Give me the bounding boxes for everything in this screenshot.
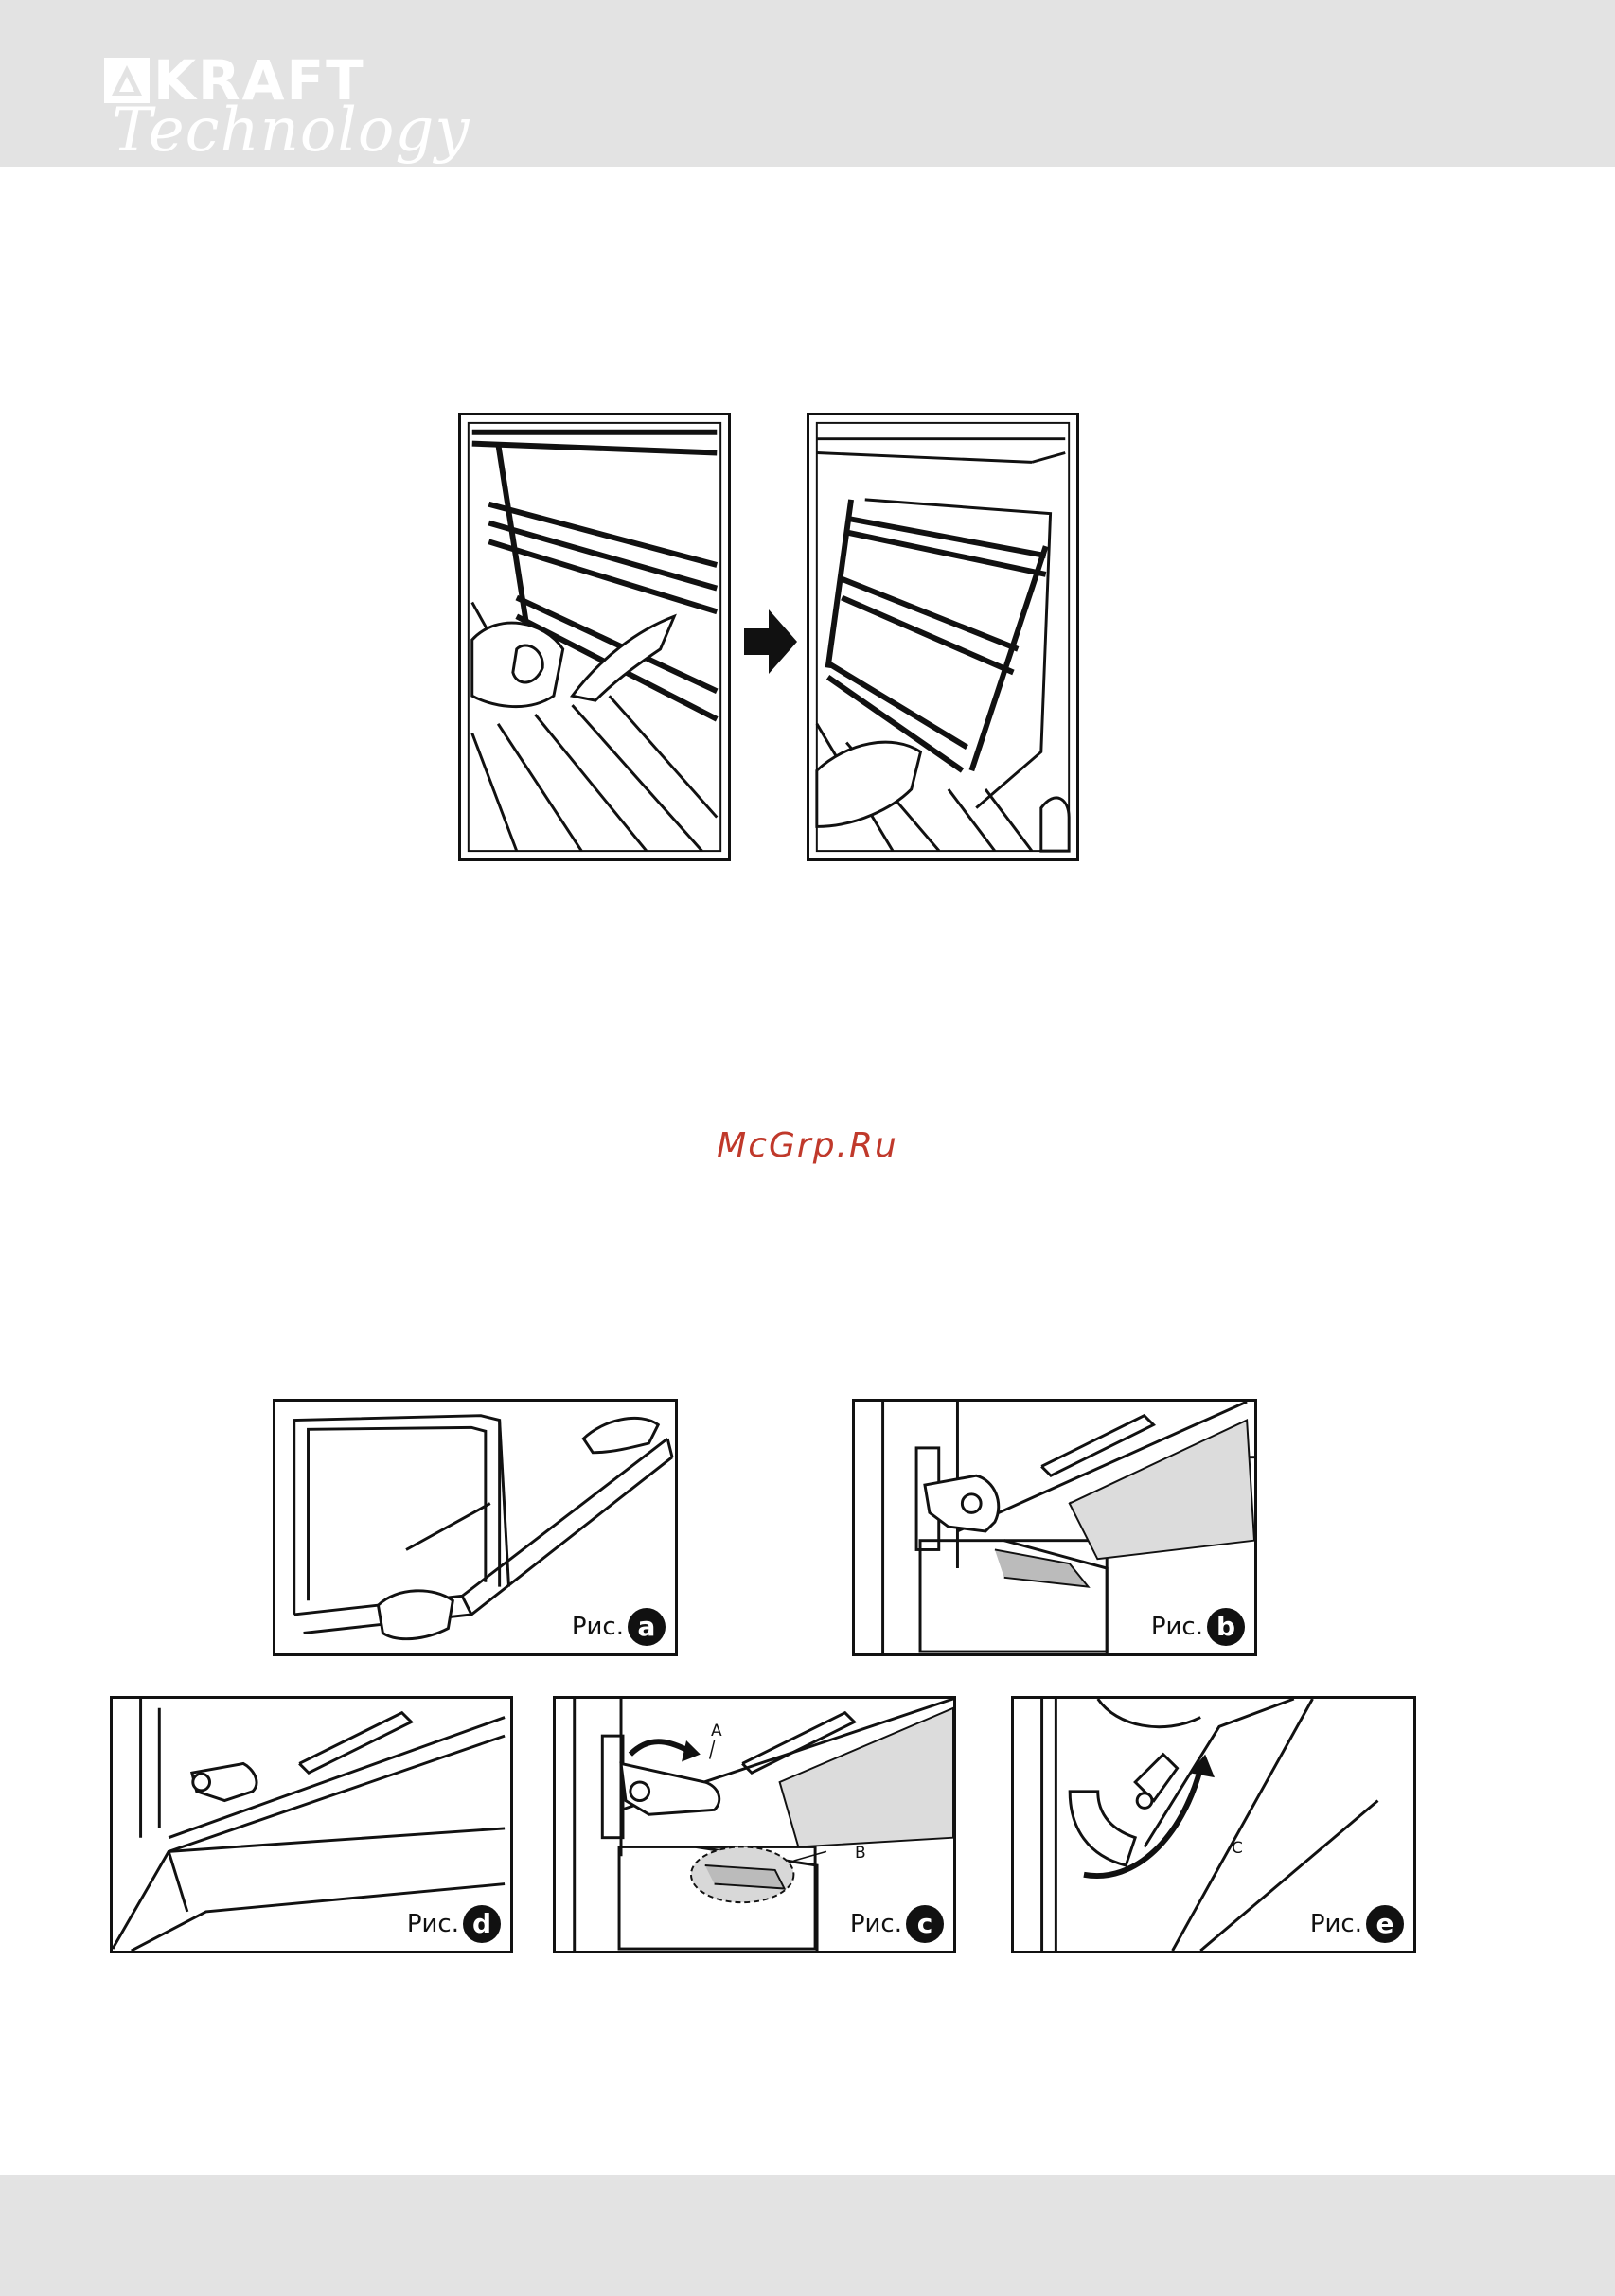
arrow-right-icon: [744, 609, 797, 674]
figure-prefix: Рис.: [1310, 1910, 1362, 1938]
figure-letter-badge: b: [1207, 1608, 1245, 1646]
figure-prefix: Рис.: [407, 1910, 459, 1938]
figure-prefix: Рис.: [850, 1910, 902, 1938]
figure-c: A B Рис. c: [553, 1696, 956, 1953]
brand-logo: KRAFT Technology: [104, 53, 435, 167]
callout-a: A: [711, 1722, 722, 1740]
callout-b: B: [855, 1844, 866, 1863]
figure-letter-badge: d: [463, 1905, 501, 1943]
rack-illustration-right: [807, 413, 1079, 861]
figure-d-tag: Рис. d: [407, 1905, 501, 1943]
figure-a: Рис. a: [273, 1399, 678, 1656]
footer-band: [0, 2175, 1615, 2296]
figure-letter-badge: c: [906, 1905, 944, 1943]
figure-letter-badge: e: [1366, 1905, 1404, 1943]
figure-b: Рис. b: [852, 1399, 1257, 1656]
figure-letter-badge: a: [628, 1608, 666, 1646]
figure-e: C Рис. e: [1011, 1696, 1416, 1953]
watermark-text: McGrp.Ru: [0, 1126, 1615, 1165]
header-band: KRAFT Technology: [0, 0, 1615, 167]
figure-b-tag: Рис. b: [1151, 1608, 1245, 1646]
brand-script: Technology: [112, 100, 470, 161]
callout-c: C: [1232, 1839, 1243, 1858]
figure-e-tag: Рис. e: [1310, 1905, 1404, 1943]
figure-prefix: Рис.: [1151, 1613, 1203, 1641]
rack-illustration-left: [458, 413, 731, 861]
figure-prefix: Рис.: [572, 1613, 624, 1641]
figure-a-tag: Рис. a: [572, 1608, 666, 1646]
figure-d: Рис. d: [110, 1696, 513, 1953]
figure-c-tag: Рис. c: [850, 1905, 944, 1943]
